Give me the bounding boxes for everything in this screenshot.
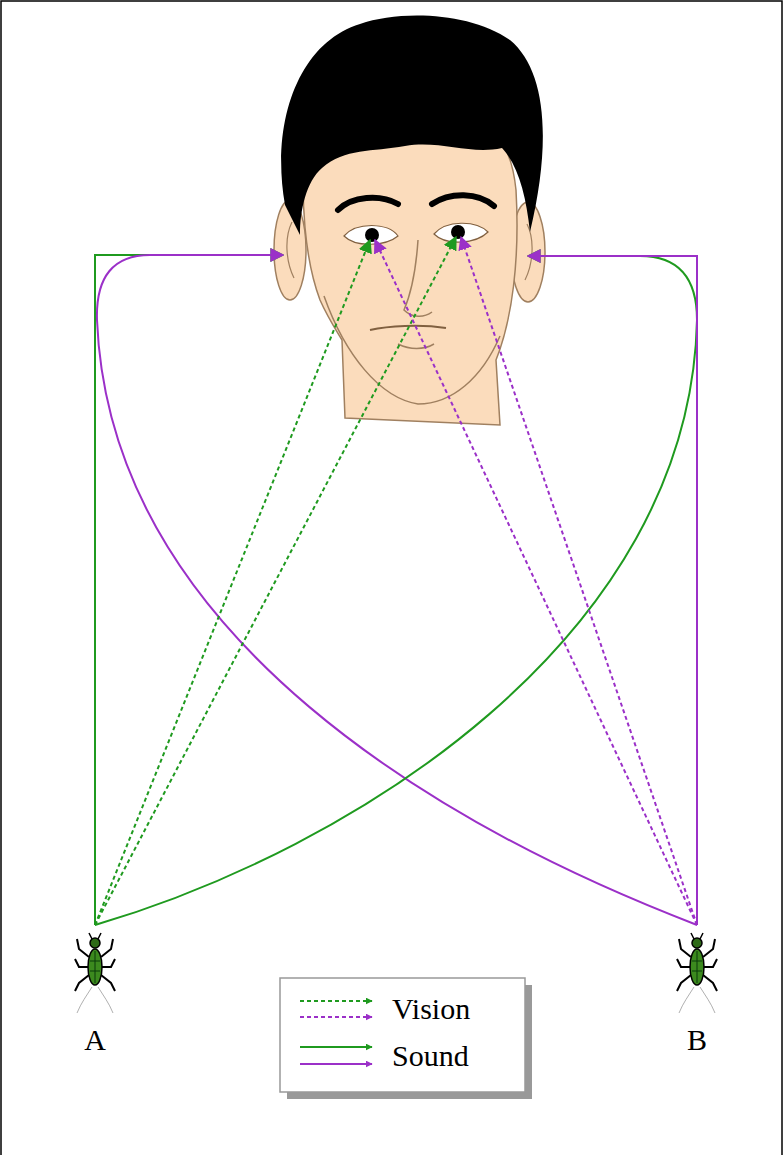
vision-path (95, 237, 456, 925)
vision-paths (95, 237, 697, 925)
legend-samples (300, 1001, 372, 1064)
right-eyebrow (432, 195, 494, 206)
vision-path (375, 240, 697, 925)
insect-label: A (84, 1025, 106, 1055)
cricket-icon (75, 933, 115, 1013)
lower-lip (398, 344, 434, 349)
right-eye (434, 223, 488, 242)
sound-path (528, 256, 697, 925)
legend-label: Vision (392, 994, 470, 1024)
legend-sample (300, 1046, 372, 1048)
right-ear-inner (525, 224, 532, 280)
vision-path (461, 237, 697, 925)
hair (281, 16, 543, 235)
sound-path (95, 256, 697, 925)
jaw-line (324, 296, 500, 404)
cricket-icon (677, 933, 717, 1013)
legend-frame (280, 978, 525, 1092)
legend-sample (300, 1016, 372, 1018)
left-eye (344, 226, 398, 245)
left-eyebrow (338, 198, 398, 210)
sound-path (95, 255, 283, 925)
sound-paths (95, 255, 697, 925)
nose (404, 240, 432, 316)
vision-path (95, 240, 370, 925)
sound-path (97, 255, 697, 925)
legend-sample (300, 1000, 372, 1002)
insect-label: B (687, 1025, 707, 1055)
legend-label: Sound (392, 1041, 469, 1071)
right-pupil (451, 225, 465, 239)
left-pupil (365, 228, 379, 242)
face (274, 16, 545, 425)
legend-sample (300, 1063, 372, 1065)
left-ear-inner (287, 222, 294, 278)
legend-box (280, 978, 532, 1099)
